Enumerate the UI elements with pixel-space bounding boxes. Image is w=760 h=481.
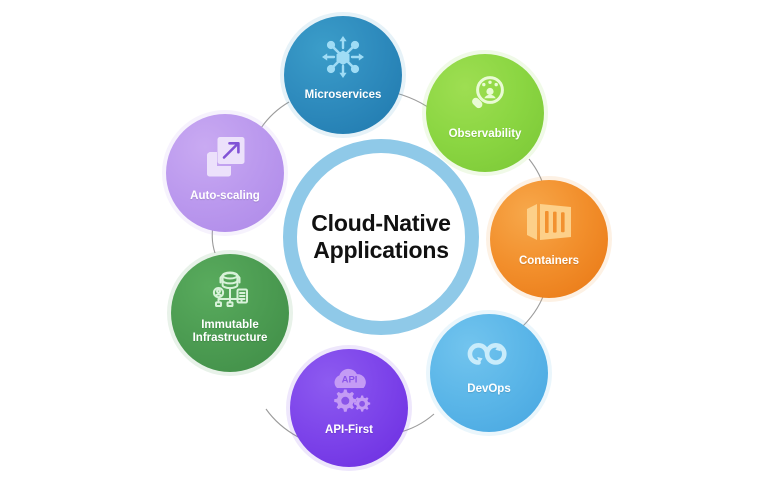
shipping-container-icon bbox=[523, 199, 575, 245]
center-hub: Cloud-Native Applications bbox=[283, 139, 479, 335]
node-label-microservices: Microservices bbox=[304, 89, 382, 101]
svg-text:API: API bbox=[342, 375, 358, 386]
node-containers[interactable]: Containers bbox=[490, 180, 608, 298]
node-api-first[interactable]: API API-First bbox=[290, 349, 408, 467]
node-label-containers: Containers bbox=[518, 255, 580, 267]
server-infrastructure-icon bbox=[204, 268, 256, 314]
node-immutable-infrastructure[interactable]: Immutable Infrastructure bbox=[171, 254, 289, 372]
api-cloud-gears-icon: API bbox=[323, 367, 375, 415]
node-label-immutable-infrastructure: Immutable Infrastructure bbox=[178, 319, 282, 345]
node-label-immutable-line2: Infrastructure bbox=[192, 332, 268, 345]
scale-up-arrow-icon bbox=[200, 132, 250, 180]
node-label-observability: Observability bbox=[448, 128, 522, 140]
node-devops[interactable]: DevOps bbox=[430, 314, 548, 432]
node-observability[interactable]: Observability bbox=[426, 54, 544, 172]
node-label-api-first: API-First bbox=[325, 424, 373, 436]
network-nodes-icon bbox=[318, 32, 368, 82]
center-title-line1: Cloud-Native bbox=[311, 209, 451, 236]
node-microservices[interactable]: Microservices bbox=[284, 16, 402, 134]
center-title-line2: Applications bbox=[313, 237, 449, 263]
node-label-autoscaling: Auto-scaling bbox=[190, 190, 260, 202]
center-title: Cloud-Native Applications bbox=[301, 210, 461, 264]
infinity-loop-icon bbox=[463, 335, 515, 373]
node-label-immutable-line1: Immutable bbox=[201, 319, 259, 331]
magnifier-gauge-icon bbox=[461, 71, 509, 119]
node-label-devops: DevOps bbox=[467, 383, 511, 395]
node-autoscaling[interactable]: Auto-scaling bbox=[166, 114, 284, 232]
connector-autoscaling-microservices bbox=[260, 101, 290, 129]
